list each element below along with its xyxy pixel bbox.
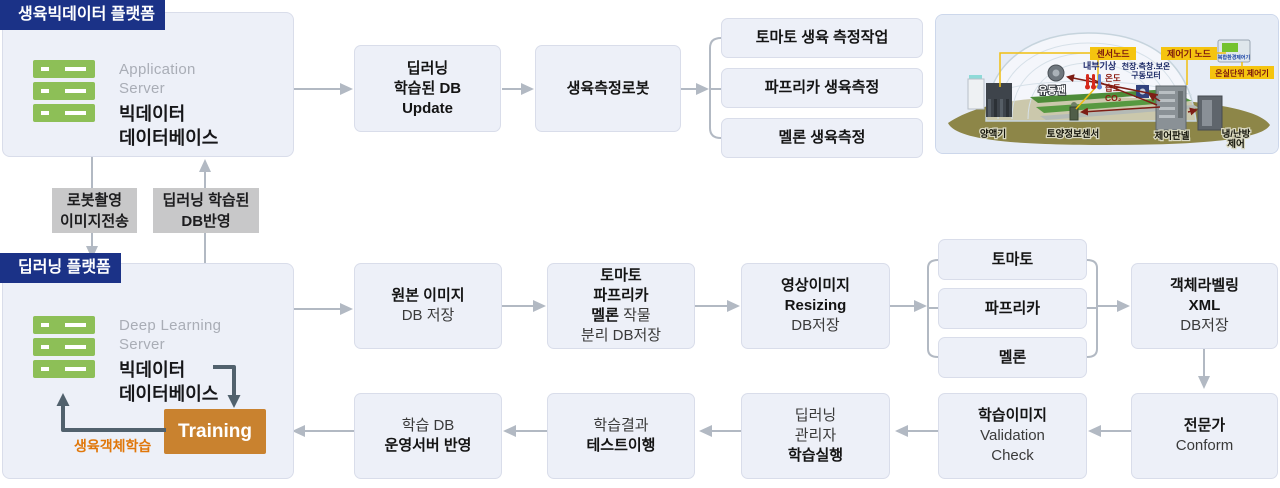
bracket-crops-right xyxy=(1086,259,1098,358)
box-crop-paprika: 파프리카 xyxy=(938,288,1087,329)
soil-sensor xyxy=(1069,102,1079,121)
control-panel xyxy=(1155,85,1187,131)
server-name-label: 데이터베이스 xyxy=(119,128,219,148)
bracket-measures xyxy=(709,37,722,139)
server-type-label: Application xyxy=(119,61,196,78)
env-label: 온도 xyxy=(1105,73,1121,83)
server-type-label: Server xyxy=(119,80,165,97)
box-test-run: 학습결과 테스트이행 xyxy=(547,393,695,479)
env-label: 습도 xyxy=(1105,83,1121,93)
control-arrows xyxy=(1066,74,1198,116)
box-origin-image: 원본 이미지 DB 저장 xyxy=(354,263,502,349)
controller-node-chip xyxy=(1161,47,1217,60)
greenhouse-photo: 복합환경제어기 xyxy=(935,14,1279,154)
box-resizing: 영상이미지 Resizing DB저장 xyxy=(741,263,890,349)
training-box: Training xyxy=(164,409,266,454)
server-type-label: Deep Learning xyxy=(119,317,222,334)
bigdata-platform-header: 생육빅데이터 플랫폼 xyxy=(0,0,165,30)
unit-controller-device: 복합환경제어기 xyxy=(1217,39,1251,63)
svg-text:복합환경제어기: 복합환경제어기 xyxy=(1218,54,1251,61)
inner-weather-label: 내부기상 xyxy=(1083,60,1117,71)
box-crop-separate: 토마토 파프리카 멜론 작물 분리 DB저장 xyxy=(547,263,695,349)
box-deploy-db: 학습 DB 운영서버 반영 xyxy=(354,393,502,479)
application-server: Application Server 빅데이터 데이터베이스 xyxy=(33,60,218,150)
nutrient-machine xyxy=(967,75,1012,117)
training-note: 생육객체학습 xyxy=(74,438,152,454)
box-measure-tomato: 토마토 생육 측정작업 xyxy=(721,18,923,58)
svg-text:센서노드: 센서노드 xyxy=(1096,48,1130,59)
box-measure-paprika: 파프리카 생육측정 xyxy=(721,68,923,108)
server-icon xyxy=(33,316,95,378)
box-expert-conform: 전문가 Conform xyxy=(1131,393,1278,479)
env-label: CO₂ xyxy=(1105,93,1122,103)
server-type-label: Server xyxy=(119,336,165,353)
box-crop-melon: 멜론 xyxy=(938,337,1087,378)
hvac-label: 냉/난방 xyxy=(1222,128,1251,140)
thermometer-icons xyxy=(1085,74,1102,90)
server-name-label: 빅데이터 xyxy=(119,360,186,380)
box-db-update: 딥러닝 학습된 DB Update xyxy=(354,45,501,132)
server-name-label: 빅데이터 xyxy=(119,104,186,124)
sensor-node-chip xyxy=(1090,47,1136,60)
panel-label: 제어판넬 xyxy=(1155,130,1190,142)
label-robot-upload: 로봇촬영 이미지전송 xyxy=(52,188,137,233)
box-object-labeling: 객체라벨링 XML DB저장 xyxy=(1131,263,1278,349)
box-manager-training: 딥러닝 관리자 학습실행 xyxy=(741,393,890,479)
box-measure-melon: 멜론 생육측정 xyxy=(721,118,923,158)
box-crop-tomato: 토마토 xyxy=(938,239,1087,280)
unit-controller-chip xyxy=(1210,66,1274,79)
server-name-label: 데이터베이스 xyxy=(119,384,219,404)
motor-label: 구동모터 xyxy=(1131,70,1160,80)
box-validation-check: 학습이미지 Validation Check xyxy=(938,393,1087,479)
label-db-reflect: 딥러닝 학습된 DB반영 xyxy=(153,188,259,233)
bracket-crops-left xyxy=(927,259,939,358)
motor-label: 천장.측창.보온 xyxy=(1122,61,1171,71)
svg-text:온실단위 제어기: 온실단위 제어기 xyxy=(1215,68,1269,78)
hvac-unit xyxy=(1197,95,1223,131)
svg-text:제어기 노드: 제어기 노드 xyxy=(1167,48,1212,59)
server-icon xyxy=(33,60,95,122)
deep-learning-server: Deep Learning Server 빅데이터 데이터베이스 xyxy=(33,316,221,406)
nutrient-label: 양액기 xyxy=(980,128,1006,140)
greenhouse-illustration: 복합환경제어기 xyxy=(936,15,1278,153)
fan-label: 유동팬 xyxy=(1038,84,1066,97)
hvac-label: 제어 xyxy=(1227,138,1244,150)
label-chips: 센서노드 제어기 노드 온실단위 제어기 xyxy=(1090,47,1274,79)
soil-sensor-label: 토양정보센서 xyxy=(1047,128,1099,140)
dl-platform-header: 딥러닝 플랫폼 xyxy=(0,253,121,283)
circulation-fan xyxy=(1047,64,1065,82)
box-measure-robot: 생육측정로봇 xyxy=(535,45,681,132)
